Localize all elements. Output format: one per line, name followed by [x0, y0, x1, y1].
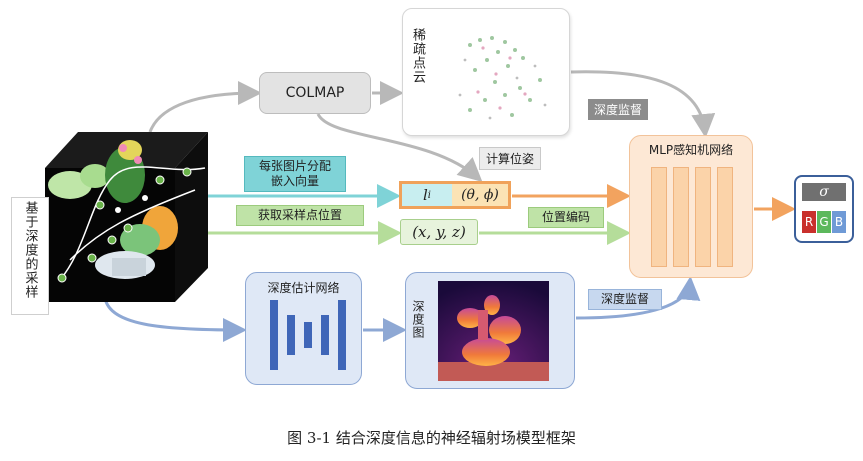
get-sample-positions-tag: 获取采样点位置	[236, 205, 364, 226]
depth-estimation-network-label: 深度估计网络	[267, 281, 340, 295]
sample-point	[182, 167, 192, 177]
mlp-network-label: MLP感知机网络	[648, 143, 734, 157]
arrow-cube-to-depthnet	[103, 297, 247, 342]
mlp-layer	[695, 167, 711, 267]
network-layer	[338, 300, 346, 370]
per-image-embedding-tag: 每张图片分配 嵌入向量	[244, 156, 346, 192]
blue-output: B	[832, 211, 846, 233]
figure-caption: 图 3-1 结合深度信息的神经辐射场模型框架	[287, 429, 576, 447]
network-layer	[270, 300, 278, 370]
mlp-layer	[651, 167, 667, 267]
sample-point	[155, 175, 165, 185]
mlp-layer	[673, 167, 689, 267]
arrow-colmap-to-pose	[316, 113, 483, 182]
sparse-point-cloud-node	[402, 8, 570, 136]
depth-map-label: 深度图	[411, 300, 425, 339]
depth-supervision-tag-top: 深度监督	[588, 99, 649, 120]
depth-supervision-tag-bottom: 深度监督	[588, 289, 662, 310]
sample-point	[123, 223, 133, 233]
density-output: σ	[802, 183, 846, 201]
network-layer	[287, 315, 295, 355]
arrow-cube-to-colmap	[148, 81, 262, 133]
network-layer	[304, 322, 312, 348]
colmap-node: COLMAP	[259, 72, 371, 114]
compute-pose-tag: 计算位姿	[479, 147, 542, 170]
sample-point	[87, 253, 97, 263]
sparse-point-cloud-label: 稀疏点云	[410, 28, 425, 84]
sample-point	[107, 235, 117, 245]
sample-point	[95, 200, 105, 210]
positional-encoding-tag: 位置编码	[528, 207, 604, 228]
depth-based-sampling-label: 基于深度的采样	[11, 197, 49, 315]
position-input: (x, y, z)	[400, 219, 478, 245]
sample-point	[57, 273, 67, 283]
network-layer	[321, 315, 329, 355]
colmap-label: COLMAP	[285, 85, 345, 101]
arrow-sparse-to-mlp	[570, 70, 716, 138]
mlp-layer	[717, 167, 733, 267]
red-output: R	[802, 211, 816, 233]
green-output: G	[817, 211, 831, 233]
view-direction: (θ, ϕ)	[452, 184, 508, 206]
